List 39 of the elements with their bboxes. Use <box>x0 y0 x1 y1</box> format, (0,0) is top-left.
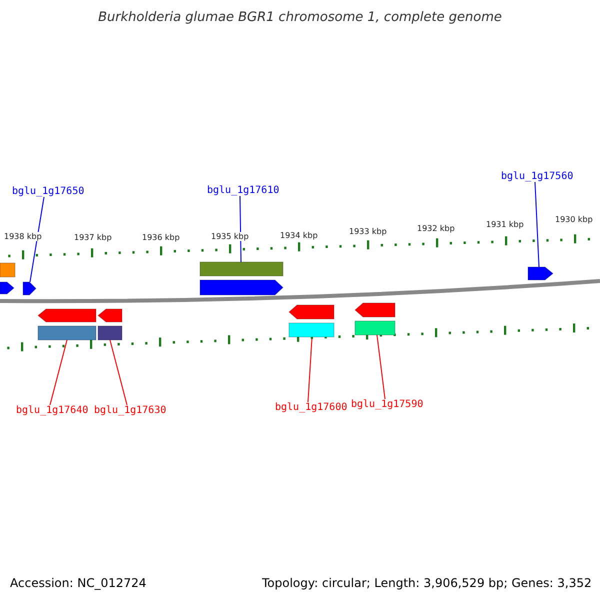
leader-line <box>50 340 68 406</box>
scale-label: 1937 kbp <box>74 233 112 242</box>
gene-feature <box>354 302 396 318</box>
gene-label: bglu_1g17650 <box>12 186 84 197</box>
gene-feature <box>98 326 122 340</box>
leader-line <box>30 196 44 282</box>
leader-line <box>240 196 242 262</box>
scale-label: 1935 kbp <box>211 232 249 241</box>
gene-feature <box>97 308 122 322</box>
gene-label: bglu_1g17630 <box>94 405 166 416</box>
scale-label: 1936 kbp <box>142 233 180 242</box>
scale-label: 1932 kbp <box>417 224 455 233</box>
leader-line <box>308 336 312 402</box>
accession-text: Accession: NC_012724 <box>10 576 146 590</box>
gene-feature <box>0 262 16 278</box>
gene-feature <box>200 262 284 276</box>
gene-label: bglu_1g17610 <box>207 185 280 196</box>
gene-feature <box>354 320 396 336</box>
gene-label: bglu_1g17600 <box>275 402 348 413</box>
gene-feature <box>200 280 284 296</box>
gene-feature <box>22 282 37 296</box>
gene-feature <box>0 282 15 294</box>
scale-label: 1933 kbp <box>349 227 387 236</box>
scale-label: 1931 kbp <box>486 220 524 229</box>
gene-label: bglu_1g17640 <box>16 405 88 416</box>
gene-feature <box>528 266 554 280</box>
leader-line <box>110 340 128 406</box>
gene-label: bglu_1g17560 <box>501 171 574 182</box>
genome-summary-text: Topology: circular; Length: 3,906,529 bp; Genes: 3,352 <box>262 576 592 590</box>
gene-feature <box>288 304 334 320</box>
gene-feature <box>38 326 96 340</box>
scale-label: 1930 kbp <box>555 215 593 224</box>
scale-label: 1934 kbp <box>280 231 318 240</box>
leader-line <box>376 334 386 400</box>
scale-label: 1938 kbp <box>4 232 42 241</box>
gene-feature <box>288 322 334 338</box>
title: Burkholderia glumae BGR1 chromosome 1, complete genome <box>97 10 503 25</box>
leader-line <box>534 182 540 268</box>
gene-label: bglu_1g17590 <box>351 399 424 410</box>
